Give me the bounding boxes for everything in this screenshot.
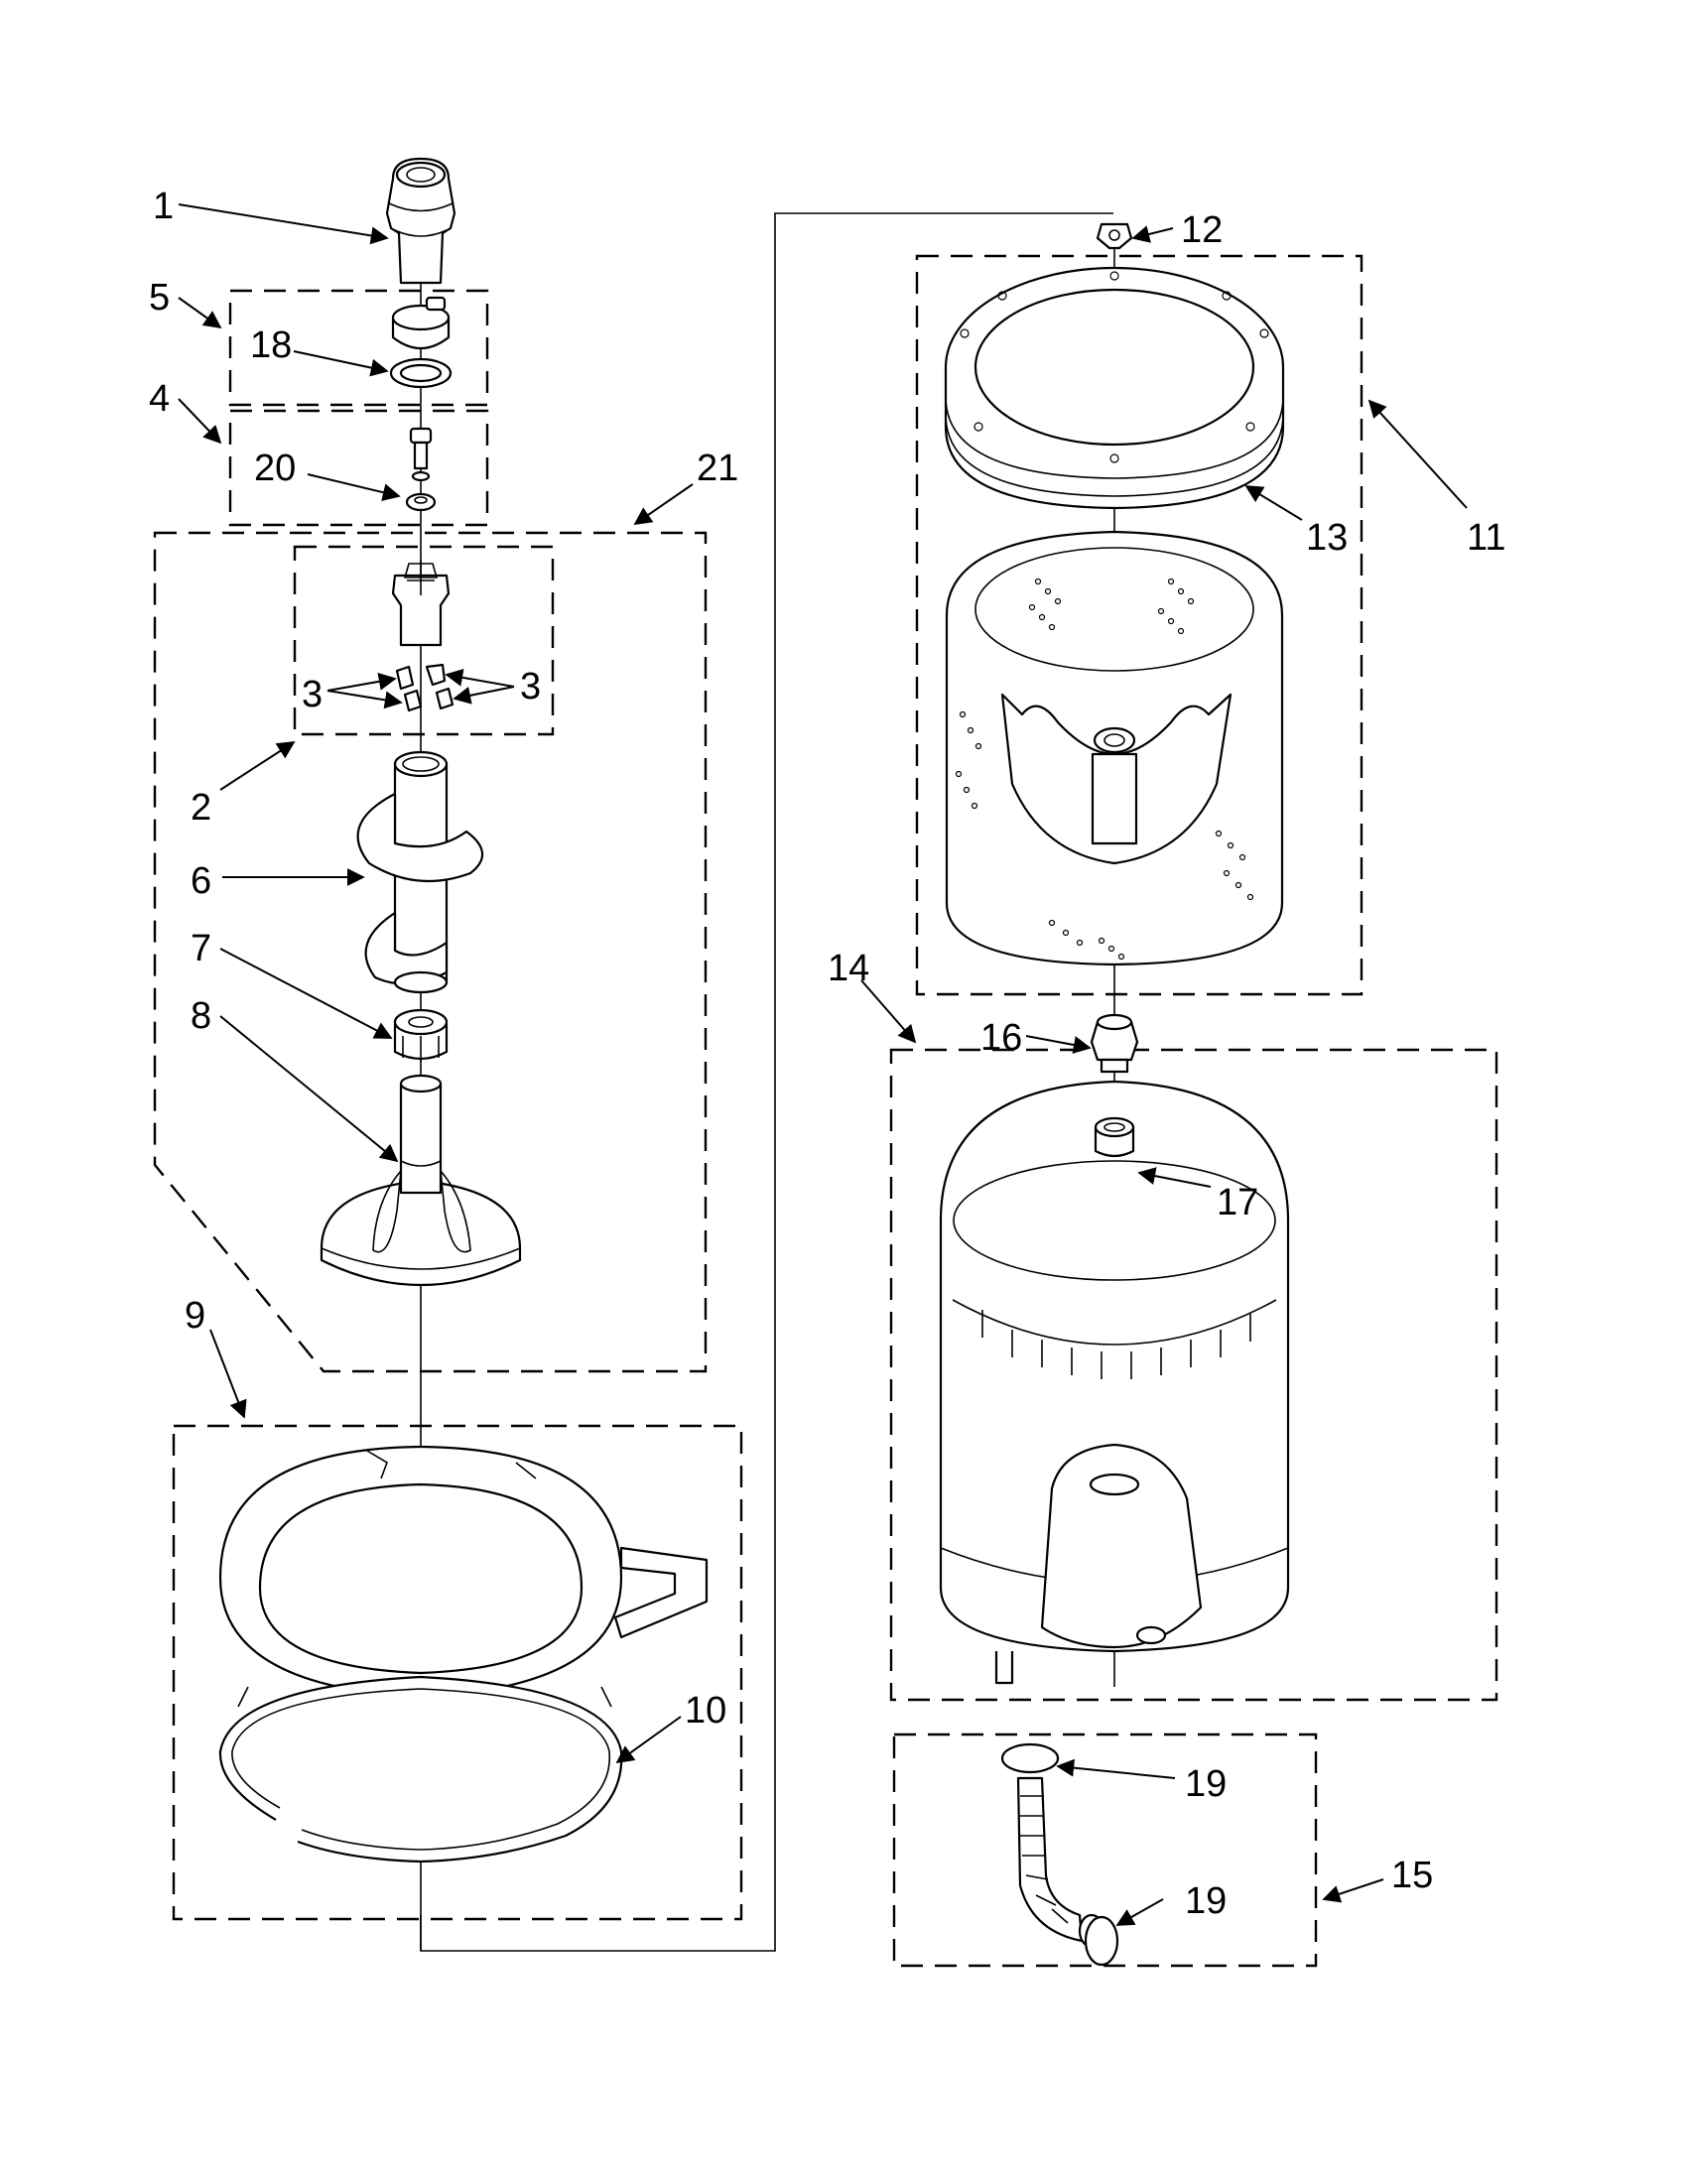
leader-lines xyxy=(178,203,1468,1926)
bolt-part xyxy=(409,427,433,482)
callout-3-right: 3 xyxy=(520,666,541,707)
agitator-base-part xyxy=(320,1074,522,1286)
callout-3-left: 3 xyxy=(302,674,323,715)
outer-tub-part xyxy=(939,1080,1290,1685)
callout-20: 20 xyxy=(254,448,296,489)
seal-cap-part xyxy=(391,296,451,349)
group-box-9 xyxy=(172,1424,743,1921)
drive-bell-part xyxy=(1090,1013,1139,1074)
callout-13: 13 xyxy=(1306,517,1348,559)
callout-19-lower: 19 xyxy=(1185,1880,1227,1922)
callout-1: 1 xyxy=(153,186,174,227)
callout-6: 6 xyxy=(191,860,211,902)
callout-7: 7 xyxy=(191,928,211,969)
o-ring-part xyxy=(389,357,453,389)
callout-21: 21 xyxy=(697,448,738,489)
group-box-14 xyxy=(889,1048,1498,1702)
callout-19-upper: 19 xyxy=(1185,1763,1227,1805)
tub-ring-part xyxy=(218,1445,709,1745)
snap-ring-part xyxy=(218,1675,623,1863)
hose-clamp-upper-part xyxy=(1000,1742,1060,1774)
agitator-cap-part xyxy=(385,157,456,285)
cam-part xyxy=(393,1008,449,1062)
callout-9: 9 xyxy=(185,1295,205,1337)
auger-part xyxy=(356,750,484,994)
agitator-coupling-part xyxy=(391,561,451,647)
washer-part xyxy=(405,492,437,512)
callout-14: 14 xyxy=(828,948,869,989)
callout-12: 12 xyxy=(1181,209,1223,251)
group-box-11 xyxy=(915,254,1363,996)
callout-11: 11 xyxy=(1467,517,1505,559)
hose-clamp-lower-part xyxy=(1084,1915,1119,1967)
group-box-4 xyxy=(228,409,489,527)
spin-basket-part xyxy=(945,530,1284,966)
drain-hose-part xyxy=(1008,1746,1105,1949)
callout-17: 17 xyxy=(1217,1182,1258,1223)
tub-bearing-part xyxy=(1094,1116,1135,1158)
spin-nut-part xyxy=(1096,222,1133,250)
group-box-2 xyxy=(293,545,555,736)
callout-18: 18 xyxy=(250,324,292,366)
callout-8: 8 xyxy=(191,995,211,1037)
group-box-21 xyxy=(153,531,708,1373)
agitator-dogs-part xyxy=(395,663,454,712)
callout-16: 16 xyxy=(980,1017,1022,1059)
callout-2: 2 xyxy=(191,787,211,829)
group-box-15 xyxy=(892,1733,1318,1968)
callout-10: 10 xyxy=(685,1690,726,1732)
group-box-5 xyxy=(228,289,489,407)
callout-15: 15 xyxy=(1391,1855,1433,1896)
callout-4: 4 xyxy=(149,378,170,420)
balance-ring-part xyxy=(944,266,1285,510)
callout-5: 5 xyxy=(149,277,170,319)
